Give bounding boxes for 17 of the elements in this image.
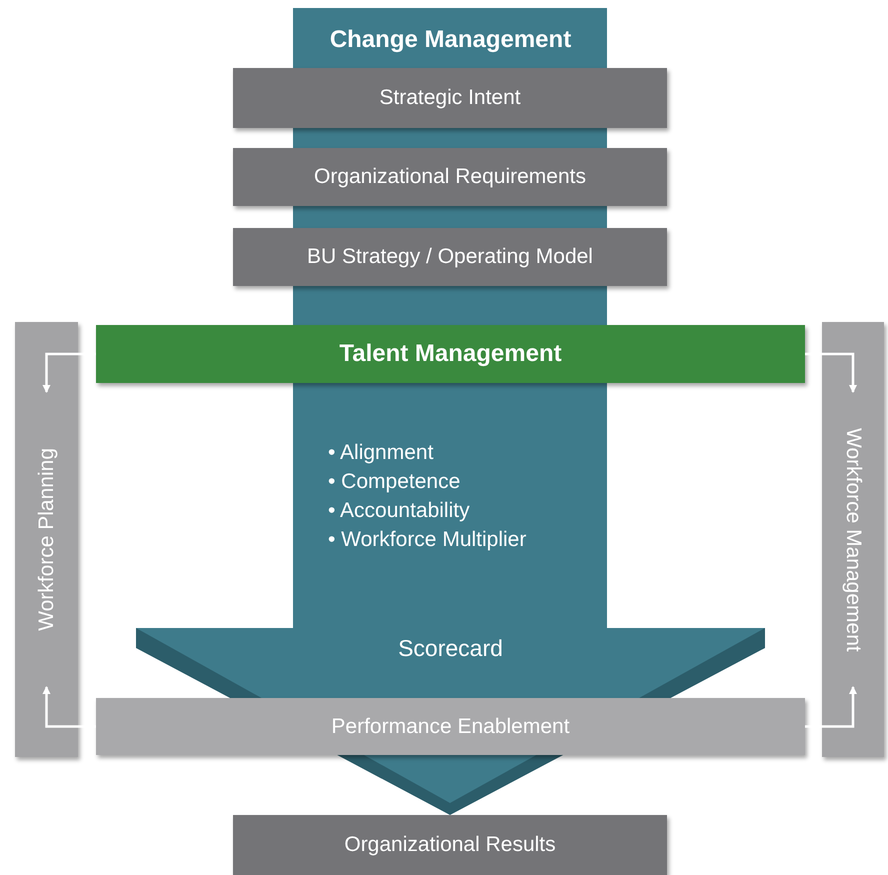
arrow-title: Change Management [328,26,572,54]
bullet-item: • Workforce Multiplier [328,527,526,553]
box-label: Workforce Planning [34,448,58,631]
box-label: BU Strategy / Operating Model [307,245,593,269]
box-label: Strategic Intent [379,86,521,110]
side-bar [822,322,884,757]
side-bar [15,322,78,757]
box-label: Organizational Requirements [314,165,586,189]
process-bar [96,698,805,755]
box-label: Organizational Results [344,833,556,857]
process-bar [96,325,805,383]
bullet-item: • Accountability [328,498,471,524]
bullet-item: • Competence [328,469,462,495]
process-box [233,815,667,875]
arrow-label: Scorecard [398,635,503,662]
bullet-item: • Alignment [328,440,434,466]
box-label: Workforce Management [841,428,865,652]
